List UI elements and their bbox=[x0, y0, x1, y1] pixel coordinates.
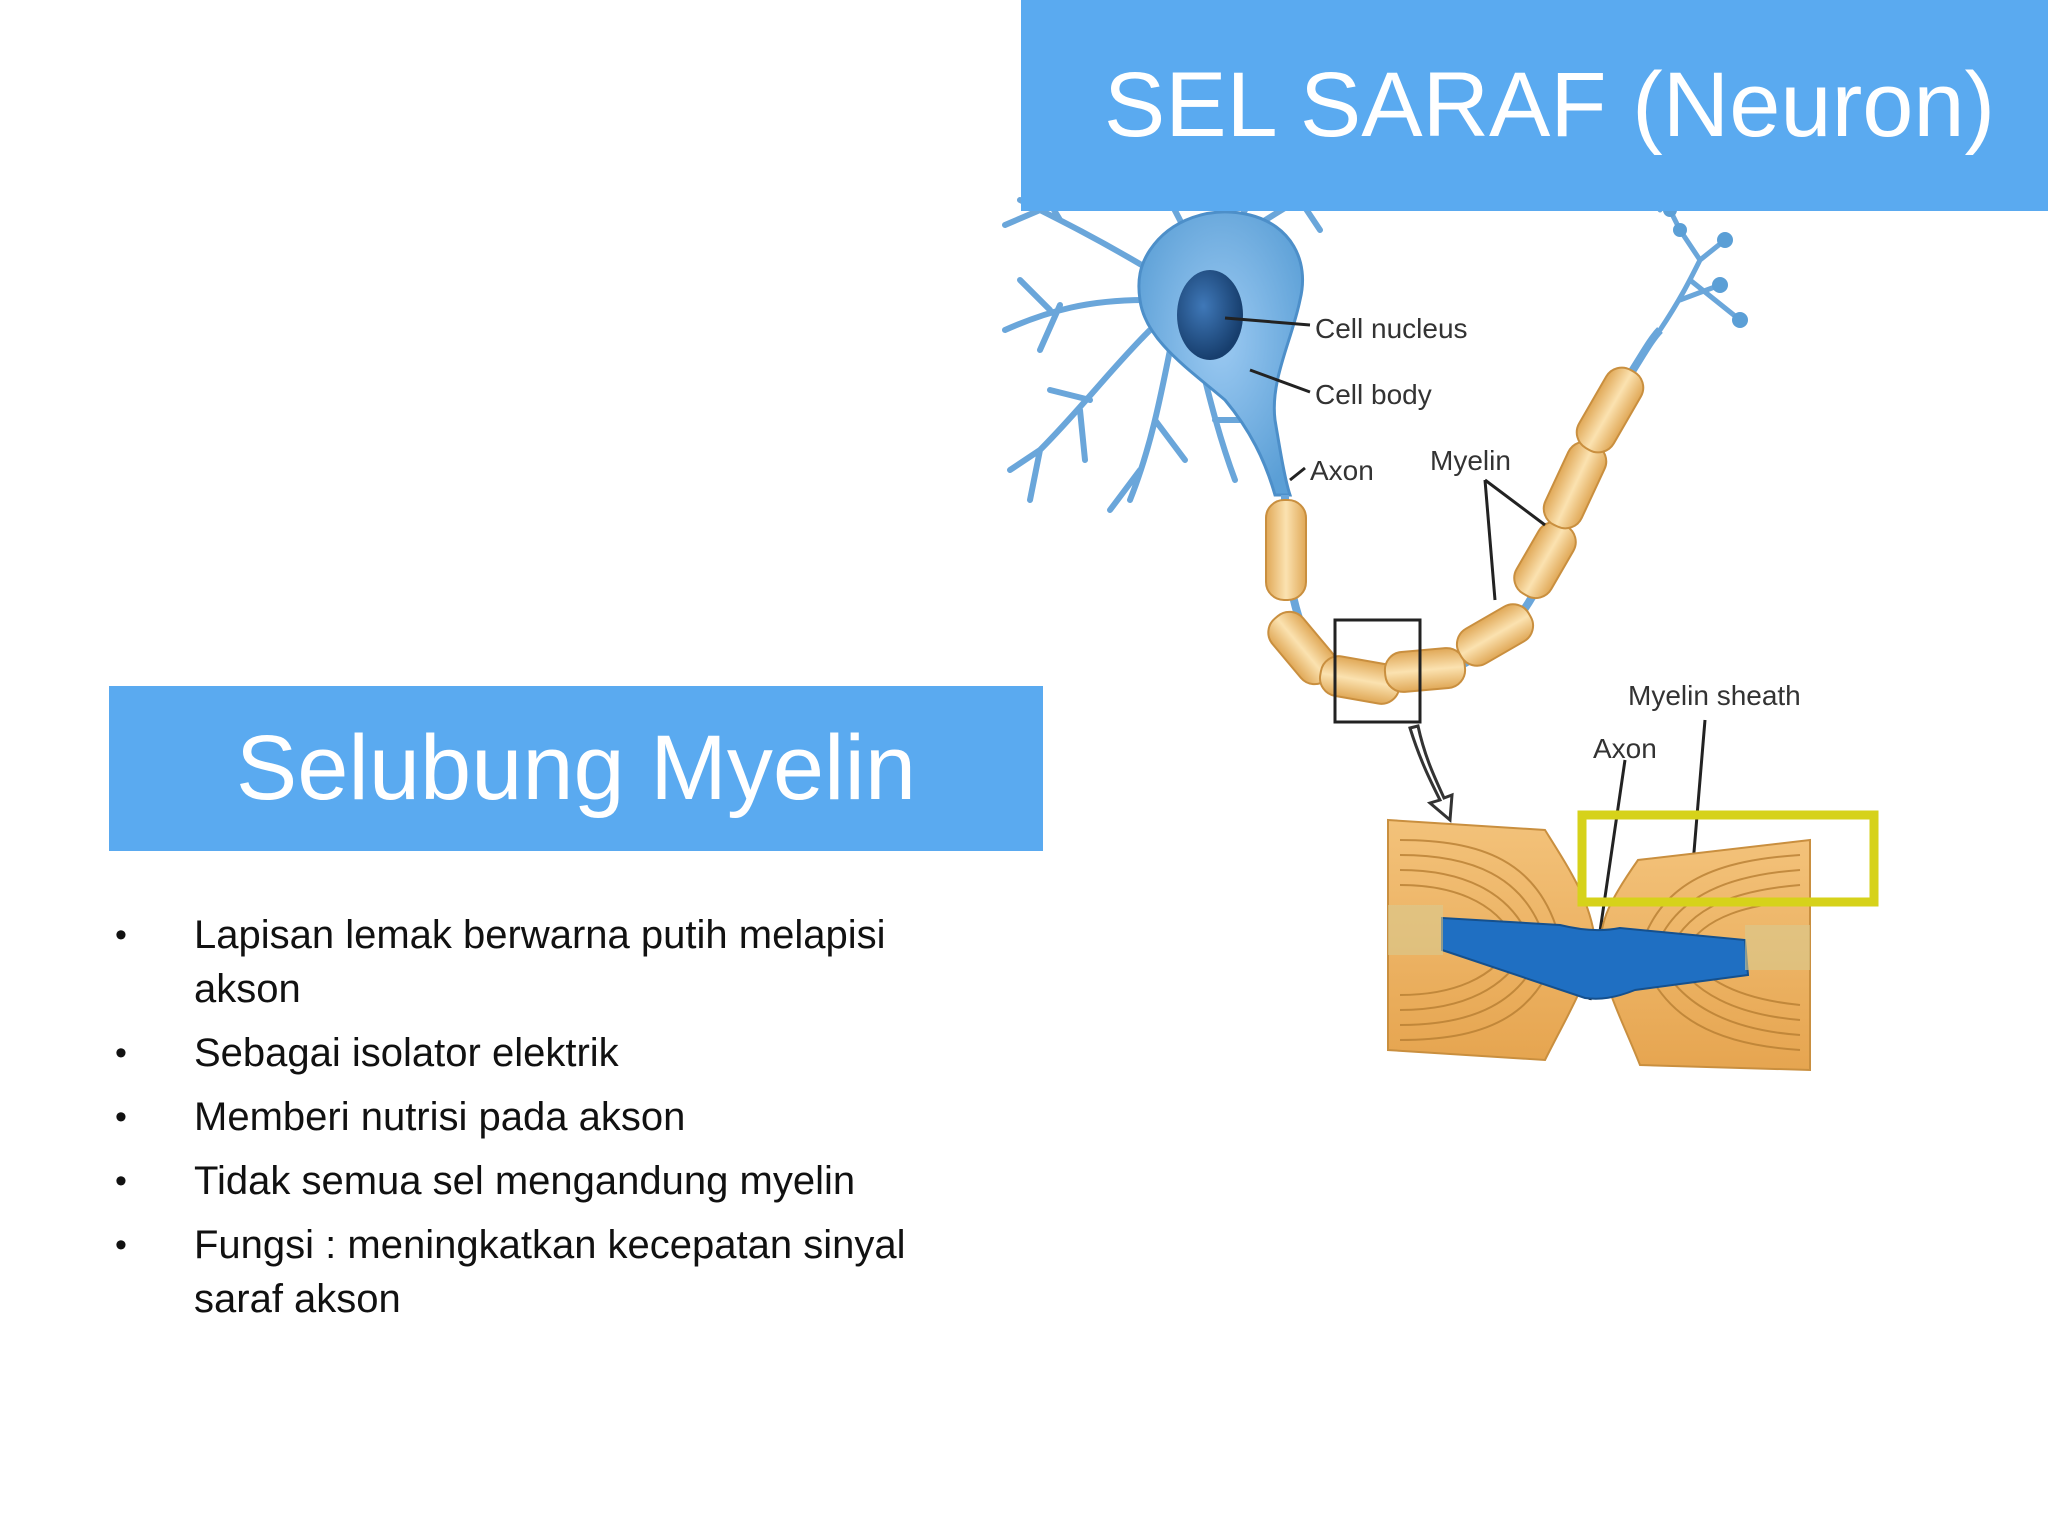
label-axon-detail: Axon bbox=[1593, 733, 1657, 764]
axon-core bbox=[1441, 916, 1750, 1000]
bullet-list: • Lapisan lemak berwarna putih melapisi a… bbox=[109, 908, 969, 1336]
myelin-segments bbox=[1265, 366, 1645, 705]
bullet-item: • Tidak semua sel mengandung myelin bbox=[109, 1154, 969, 1208]
bullet-text: Lapisan lemak berwarna putih melapisi ak… bbox=[194, 913, 886, 1011]
slide-title: SEL SARAF (Neuron) bbox=[1103, 54, 1996, 156]
bullet-text: Fungsi : meningkatkan kecepatan sinyal s… bbox=[194, 1223, 906, 1321]
cell-nucleus-shape bbox=[1177, 270, 1243, 360]
bullet-item: • Sebagai isolator elektrik bbox=[109, 1026, 969, 1080]
highlight-box bbox=[1577, 810, 1879, 907]
section-title: Selubung Myelin bbox=[235, 717, 917, 819]
label-myelin: Myelin bbox=[1430, 445, 1511, 476]
title-banner: SEL SARAF (Neuron) bbox=[1021, 0, 2048, 211]
bullet-dot: • bbox=[115, 1034, 127, 1072]
bullet-text: Tidak semua sel mengandung myelin bbox=[194, 1159, 856, 1203]
neuron-diagram: Cell nucleus Cell body Axon Myelin Myeli… bbox=[1002, 167, 1879, 1072]
zoom-source-box bbox=[1333, 618, 1422, 724]
bullet-dot: • bbox=[115, 916, 127, 954]
bullet-text: Memberi nutrisi pada akson bbox=[194, 1095, 686, 1139]
subtitle-banner: Selubung Myelin bbox=[109, 686, 1043, 851]
bullet-item: • Memberi nutrisi pada akson bbox=[109, 1090, 969, 1144]
node-band-left bbox=[1388, 905, 1443, 955]
label-myelin-sheath: Myelin sheath bbox=[1628, 680, 1801, 711]
bullet-item: • Lapisan lemak berwarna putih melapisi a… bbox=[109, 908, 969, 1016]
label-cell-nucleus: Cell nucleus bbox=[1315, 313, 1468, 344]
zoom-arrow bbox=[1408, 724, 1454, 824]
bullet-item: • Fungsi : meningkatkan kecepatan sinyal … bbox=[109, 1218, 969, 1326]
myelin-detail bbox=[1387, 818, 1811, 1072]
label-cell-body: Cell body bbox=[1315, 379, 1432, 410]
label-axon: Axon bbox=[1310, 455, 1374, 486]
bullet-dot: • bbox=[115, 1226, 127, 1264]
bullet-dot: • bbox=[115, 1098, 127, 1136]
bullet-dot: • bbox=[115, 1162, 127, 1200]
node-band-right bbox=[1745, 925, 1810, 970]
bullet-text: Sebagai isolator elektrik bbox=[194, 1031, 619, 1075]
